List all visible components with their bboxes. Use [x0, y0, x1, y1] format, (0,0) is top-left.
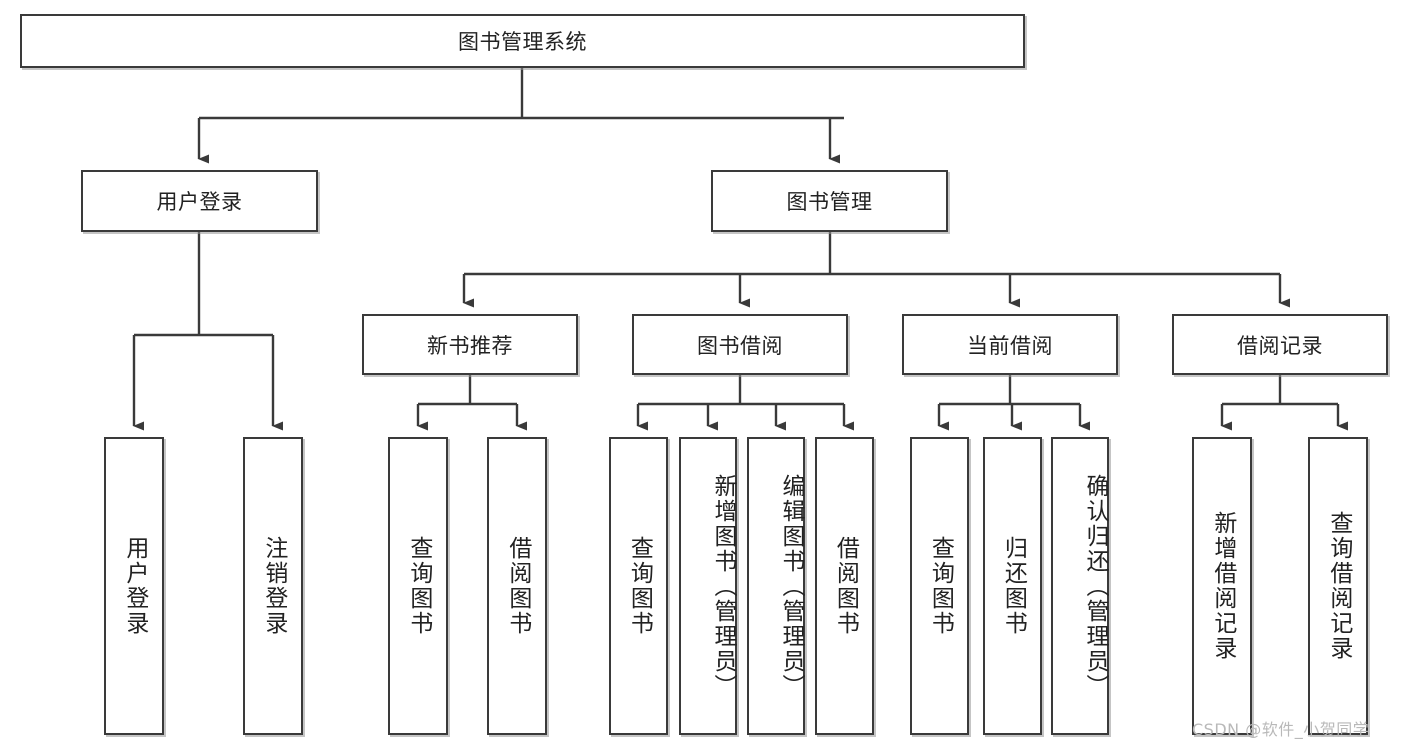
leaf-user-logout-label: 注销登录: [260, 536, 287, 636]
leaf-query-book-rec-label: 查询图书: [405, 536, 432, 636]
csdn-watermark-text: CSDN @软件_小贺同学: [1192, 720, 1370, 739]
leaf-borrow-book-rec[interactable]: 借阅图书: [487, 437, 547, 735]
node-user-login-label: 用户登录: [156, 190, 243, 214]
leaf-confirm-return-admin-label: 确认归还（管理员）: [1082, 473, 1108, 699]
node-book-management-label: 图书管理: [786, 190, 873, 214]
leaf-confirm-return-admin[interactable]: 确认归还（管理员）: [1051, 437, 1109, 735]
node-root[interactable]: 图书管理系统: [20, 14, 1025, 68]
leaf-edit-book-admin-label: 编辑图书（管理员）: [778, 473, 804, 699]
leaf-add-book-admin[interactable]: 新增图书（管理员）: [679, 437, 737, 735]
leaf-user-login[interactable]: 用户登录: [104, 437, 164, 735]
node-book-management[interactable]: 图书管理: [711, 170, 948, 232]
node-user-login[interactable]: 用户登录: [81, 170, 318, 232]
csdn-watermark: CSDN @软件_小贺同学: [1192, 716, 1369, 740]
leaf-query-book-borrow-label: 查询图书: [626, 536, 653, 636]
leaf-edit-book-admin[interactable]: 编辑图书（管理员）: [747, 437, 805, 735]
node-current-borrow-label: 当前借阅: [967, 333, 1053, 358]
leaf-add-book-admin-label: 新增图书（管理员）: [710, 473, 736, 699]
leaf-query-book-current[interactable]: 查询图书: [910, 437, 969, 735]
leaf-borrow-book-rec-label: 借阅图书: [504, 536, 531, 636]
node-new-book-recommend-label: 新书推荐: [427, 333, 513, 358]
node-book-borrow[interactable]: 图书借阅: [632, 314, 848, 375]
leaf-query-borrow-record[interactable]: 查询借阅记录: [1308, 437, 1368, 735]
leaf-add-borrow-record-label: 新增借阅记录: [1209, 511, 1236, 661]
node-borrow-record-label: 借阅记录: [1237, 333, 1323, 358]
node-current-borrow[interactable]: 当前借阅: [902, 314, 1118, 375]
leaf-query-book-current-label: 查询图书: [927, 536, 954, 636]
node-borrow-record[interactable]: 借阅记录: [1172, 314, 1388, 375]
leaf-return-book[interactable]: 归还图书: [983, 437, 1042, 735]
leaf-user-logout[interactable]: 注销登录: [243, 437, 303, 735]
node-new-book-recommend[interactable]: 新书推荐: [362, 314, 578, 375]
leaf-user-login-label: 用户登录: [121, 536, 148, 636]
leaf-query-borrow-record-label: 查询借阅记录: [1325, 511, 1352, 661]
node-root-label: 图书管理系统: [458, 30, 587, 54]
leaf-query-book-borrow[interactable]: 查询图书: [609, 437, 668, 735]
leaf-query-book-rec[interactable]: 查询图书: [388, 437, 448, 735]
node-book-borrow-label: 图书借阅: [697, 333, 783, 358]
leaf-add-borrow-record[interactable]: 新增借阅记录: [1192, 437, 1252, 735]
leaf-borrow-book-label: 借阅图书: [832, 536, 859, 636]
leaf-return-book-label: 归还图书: [1000, 536, 1027, 636]
leaf-borrow-book[interactable]: 借阅图书: [815, 437, 874, 735]
